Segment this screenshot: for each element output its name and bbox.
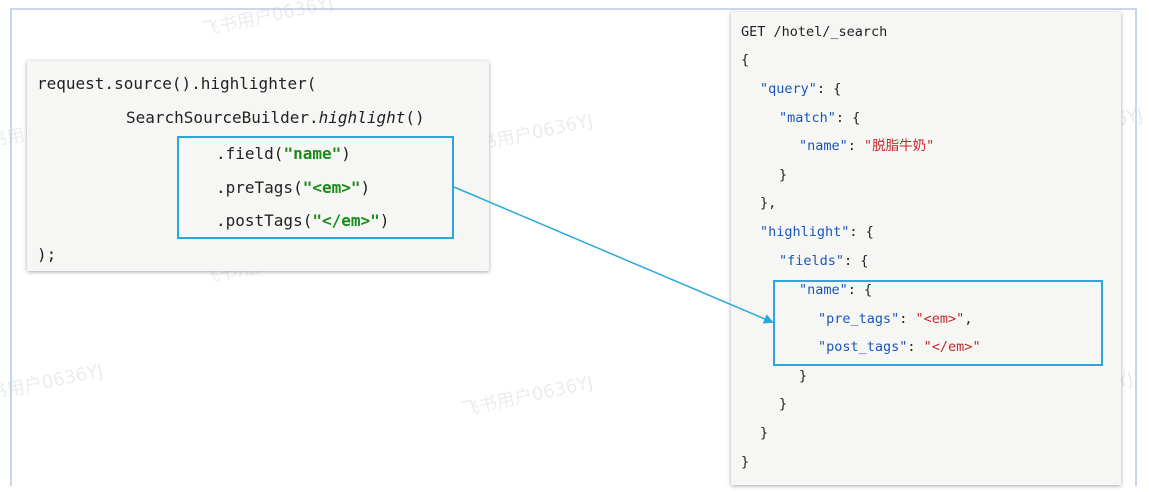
- java-line-5: .postTags("</em>"): [216, 211, 389, 231]
- json-line-16: }: [741, 454, 750, 470]
- json-string: "脱脂牛奶": [864, 138, 935, 154]
- json-string: "</em>": [923, 339, 981, 355]
- java-string: "</em>": [312, 211, 380, 230]
- java-token: .field(: [216, 144, 284, 163]
- json-highlight-box: [773, 280, 1103, 366]
- json-line-9: "fields": {: [779, 251, 868, 271]
- json-key: "name": [799, 282, 848, 298]
- json-line-10: "name": {: [799, 280, 872, 300]
- json-line-4: "match": {: [779, 108, 860, 128]
- java-string: "name": [283, 144, 342, 163]
- json-token: :: [899, 311, 916, 327]
- json-token: : {: [847, 282, 873, 298]
- java-token: ): [341, 144, 351, 163]
- java-string: "<em>": [302, 178, 361, 197]
- json-token: : {: [816, 81, 842, 97]
- json-line-3: "query": {: [760, 79, 841, 99]
- json-key: "match": [779, 110, 836, 126]
- java-token: .postTags(: [216, 211, 313, 230]
- json-key: "query": [760, 81, 817, 97]
- json-string: "<em>": [915, 311, 965, 327]
- json-token: : {: [835, 110, 861, 126]
- json-line-12: "post_tags": "</em>": [818, 337, 981, 357]
- java-token: SearchSourceBuilder.: [126, 108, 319, 127]
- java-token: .preTags(: [216, 178, 303, 197]
- json-line-2: {: [741, 52, 750, 68]
- json-token: : {: [849, 224, 874, 240]
- java-highlight-box: [177, 136, 454, 239]
- json-line-5: "name": "脱脂牛奶": [799, 136, 934, 156]
- json-line-15: }: [760, 425, 769, 441]
- java-line-4: .preTags("<em>"): [216, 178, 370, 198]
- json-key: "pre_tags": [818, 311, 900, 327]
- java-line-6: );: [37, 245, 57, 264]
- json-token: : {: [844, 253, 869, 269]
- outer-frame: [10, 8, 1137, 486]
- json-line-13: }: [799, 368, 808, 384]
- json-key: "highlight": [760, 224, 850, 240]
- json-line-6: }: [779, 167, 788, 183]
- java-code-card: request.source().highlighter( SearchSour…: [27, 61, 489, 271]
- java-token: (): [405, 108, 425, 127]
- java-token: ): [379, 211, 390, 230]
- json-line-11: "pre_tags": "<em>",: [818, 309, 972, 329]
- json-line-14: }: [779, 396, 788, 412]
- json-line-7: },: [760, 195, 777, 211]
- json-key: "post_tags": [818, 339, 908, 355]
- java-token: ): [360, 178, 371, 197]
- json-token: :: [907, 339, 924, 355]
- java-line-2: SearchSourceBuilder.highlight(): [126, 108, 425, 128]
- java-token-italic: highlight: [318, 108, 406, 127]
- json-line-8: "highlight": {: [760, 222, 874, 242]
- json-token: :: [847, 138, 865, 154]
- java-line-1: request.source().highlighter(: [37, 74, 317, 93]
- json-line-1: GET /hotel/_search: [741, 24, 888, 40]
- json-key: "fields": [779, 253, 845, 269]
- json-code-card: GET /hotel/_search { "query": { "match":…: [731, 12, 1121, 485]
- json-key: "name": [799, 138, 848, 154]
- json-token: ,: [964, 311, 973, 327]
- java-line-3: .field("name"): [216, 144, 351, 164]
